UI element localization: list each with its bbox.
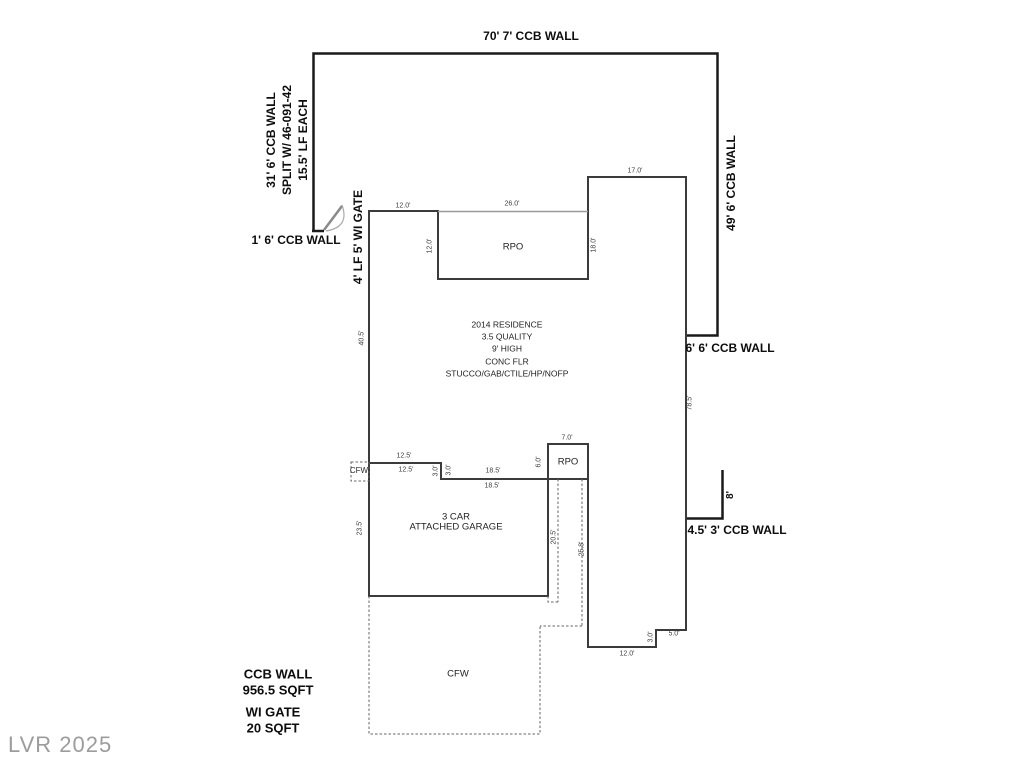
gate-leaf-line xyxy=(323,205,343,231)
garage-label: 3 CAR ATTACHED GARAGE xyxy=(409,511,503,532)
residence-line3: 9' HIGH xyxy=(492,343,522,354)
ccb-wall-summary: CCB WALL 956.5 SQFT xyxy=(243,667,314,698)
residence-line5: STUCCO/GAB/CTILE/HP/NOFP xyxy=(445,368,569,379)
residence-line2: 3.5 QUALITY xyxy=(481,331,533,342)
gate-swing-arc xyxy=(325,204,345,232)
right-return-wall-label: 6' 6' CCB WALL xyxy=(685,341,775,355)
dim-dashed-25-8: 25.8' xyxy=(578,541,586,557)
cfw-main-region-dashed xyxy=(368,596,541,735)
residence-description: 2014 RESIDENCE 3.5 QUALITY 9' HIGH CONC … xyxy=(446,318,569,379)
residence-line1: 2014 RESIDENCE xyxy=(471,319,543,330)
dim-garage-12-5-above: 12.5' xyxy=(396,452,412,460)
dim-garage-3-left: 3.0' xyxy=(432,465,440,477)
dim-west-40-5: 40.5' xyxy=(358,330,366,346)
dim-bottom-5: 5.0' xyxy=(668,630,680,638)
ccb-wall-summary-line1: CCB WALL xyxy=(243,666,313,682)
watermark: LVR 2025 xyxy=(8,732,113,757)
dim-garage-12-5-below: 12.5' xyxy=(398,466,414,474)
dim-garage-18-5-above: 18.5' xyxy=(485,467,501,475)
dim-rpo-right-18: 18.0' xyxy=(590,237,598,253)
dim-rpo-26: 26.0' xyxy=(504,200,520,208)
cfw-small-box-dashed xyxy=(350,461,370,482)
ccb-wall-outline xyxy=(312,52,719,337)
garage-line1: 3 CAR xyxy=(442,511,470,523)
dim-dashed-20-5: 20.5' xyxy=(550,529,558,545)
wi-gate-summary-line2: 20 SQFT xyxy=(246,720,300,735)
right-wall-label: 49' 6' CCB WALL xyxy=(724,135,738,231)
ccb-wall-summary-line2: 956.5 SQFT xyxy=(242,682,314,697)
garage-front-wall xyxy=(369,462,549,480)
dim-east-78-5: 78.5' xyxy=(686,395,694,411)
rpo-small-label: RPO xyxy=(557,456,579,468)
southeast-wall-height: 8' xyxy=(725,491,736,499)
gate-label: 4' LF 5' WI GATE xyxy=(351,189,365,285)
dim-top-12: 12.0' xyxy=(395,202,411,210)
left-wall-label: 31' 6' CCB WALL SPLIT W/ 46-091-42 15.5'… xyxy=(263,85,311,195)
dim-section-17: 17.0' xyxy=(627,167,643,175)
dim-bottom-3: 3.0' xyxy=(647,631,655,643)
rpo-small-box xyxy=(547,443,589,480)
southeast-wall-label: 4.5' 3' CCB WALL xyxy=(687,523,787,537)
top-wall-label: 70' 7' CCB WALL xyxy=(483,29,579,43)
short-wall-label: 1' 6' CCB WALL xyxy=(251,233,341,247)
dashed-notch xyxy=(547,596,558,603)
dim-rpo-left-12: 12.0' xyxy=(426,238,434,254)
dim-garage-18-5-below: 18.5' xyxy=(484,482,500,490)
residence-outline xyxy=(368,176,687,648)
cfw-main-label: CFW xyxy=(447,668,469,680)
residence-line4: CONC FLR xyxy=(485,356,529,367)
left-wall-line1: 31' 6' CCB WALL xyxy=(264,92,278,188)
cfw-small-label: CFW xyxy=(349,466,369,475)
dim-garage-23-5: 23.5' xyxy=(356,520,364,536)
left-wall-line2: SPLIT W/ 46-091-42 xyxy=(280,84,294,196)
dim-bottom-12: 12.0' xyxy=(619,650,635,658)
wi-gate-summary: WI GATE 20 SQFT xyxy=(246,705,301,736)
dim-garage-3-right: 3.0' xyxy=(445,464,453,476)
left-wall-line3: 15.5' LF EACH xyxy=(296,99,310,181)
rpo-main-label: RPO xyxy=(502,241,524,253)
wi-gate-summary-line1: WI GATE xyxy=(245,704,301,720)
dim-rpo-small-7: 7.0' xyxy=(561,434,573,442)
garage-line2: ATTACHED GARAGE xyxy=(409,521,503,532)
ccb-wall-southeast-stub xyxy=(686,470,724,520)
dim-rpo-small-6: 6.0' xyxy=(535,456,543,468)
